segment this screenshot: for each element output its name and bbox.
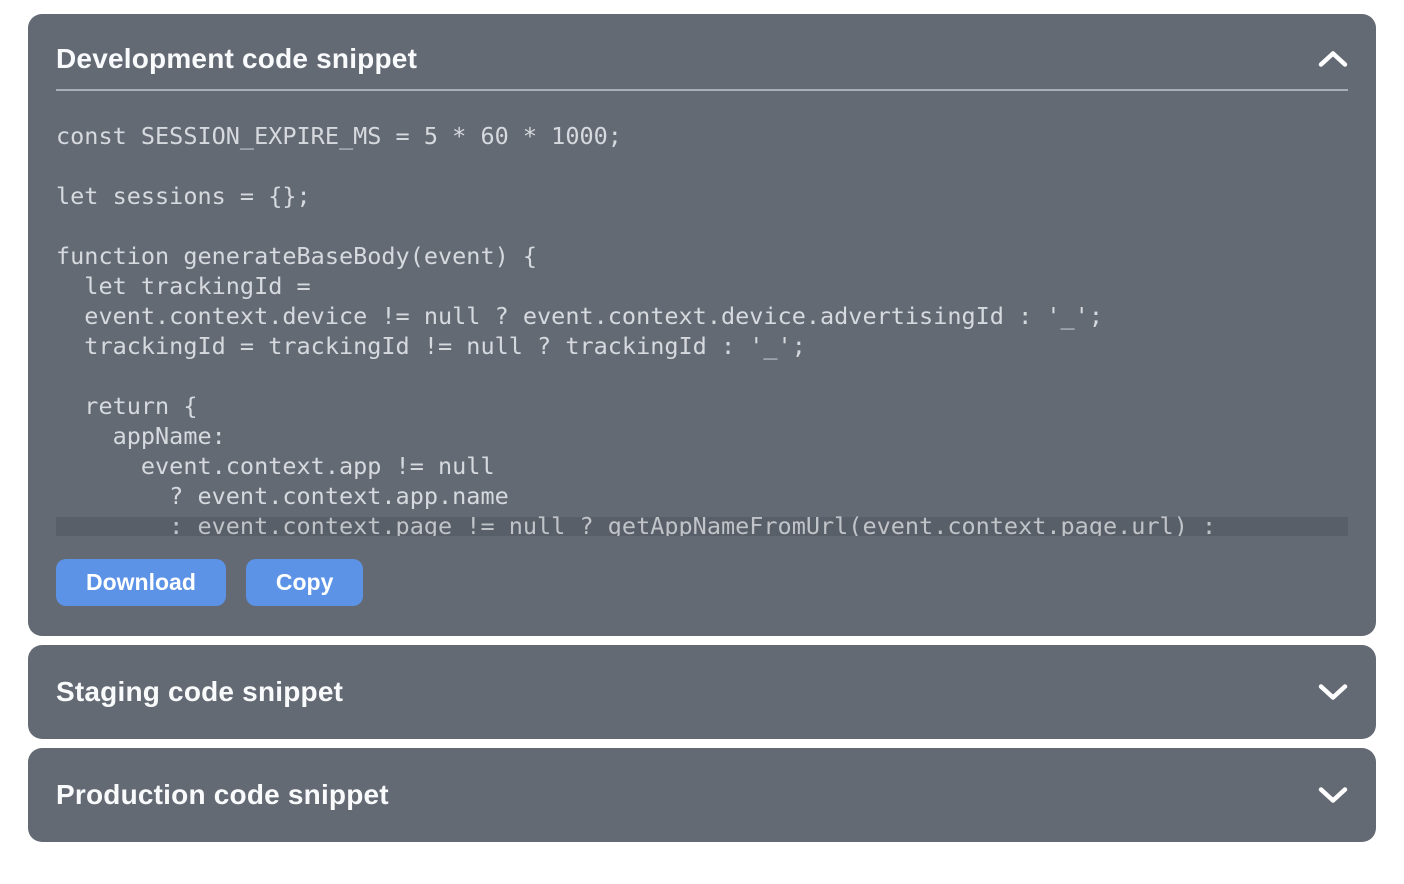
staging-snippet-panel[interactable]: Staging code snippet [28,645,1376,739]
download-button[interactable]: Download [56,559,226,606]
code-viewport[interactable]: const SESSION_EXPIRE_MS = 5 * 60 * 1000;… [56,121,1348,536]
production-panel-title: Production code snippet [56,779,389,810]
copy-button[interactable]: Copy [245,559,364,606]
chevron-down-icon [1318,683,1348,701]
expand-production-button[interactable] [1318,786,1348,804]
code-actions: Download Copy [56,559,1348,606]
chevron-down-icon [1318,786,1348,804]
development-code-block: const SESSION_EXPIRE_MS = 5 * 60 * 1000;… [56,122,1217,536]
development-panel-title: Development code snippet [56,43,418,74]
collapse-development-button[interactable] [1318,50,1348,68]
chevron-up-icon [1318,50,1348,68]
expand-staging-button[interactable] [1318,683,1348,701]
production-snippet-panel[interactable]: Production code snippet [28,748,1376,842]
development-snippet-panel: Development code snippet const SESSION_E… [28,14,1376,636]
development-panel-header[interactable]: Development code snippet [56,14,1348,76]
header-divider [56,89,1348,91]
snippets-page: Development code snippet const SESSION_E… [28,14,1376,842]
staging-panel-title: Staging code snippet [56,676,344,707]
